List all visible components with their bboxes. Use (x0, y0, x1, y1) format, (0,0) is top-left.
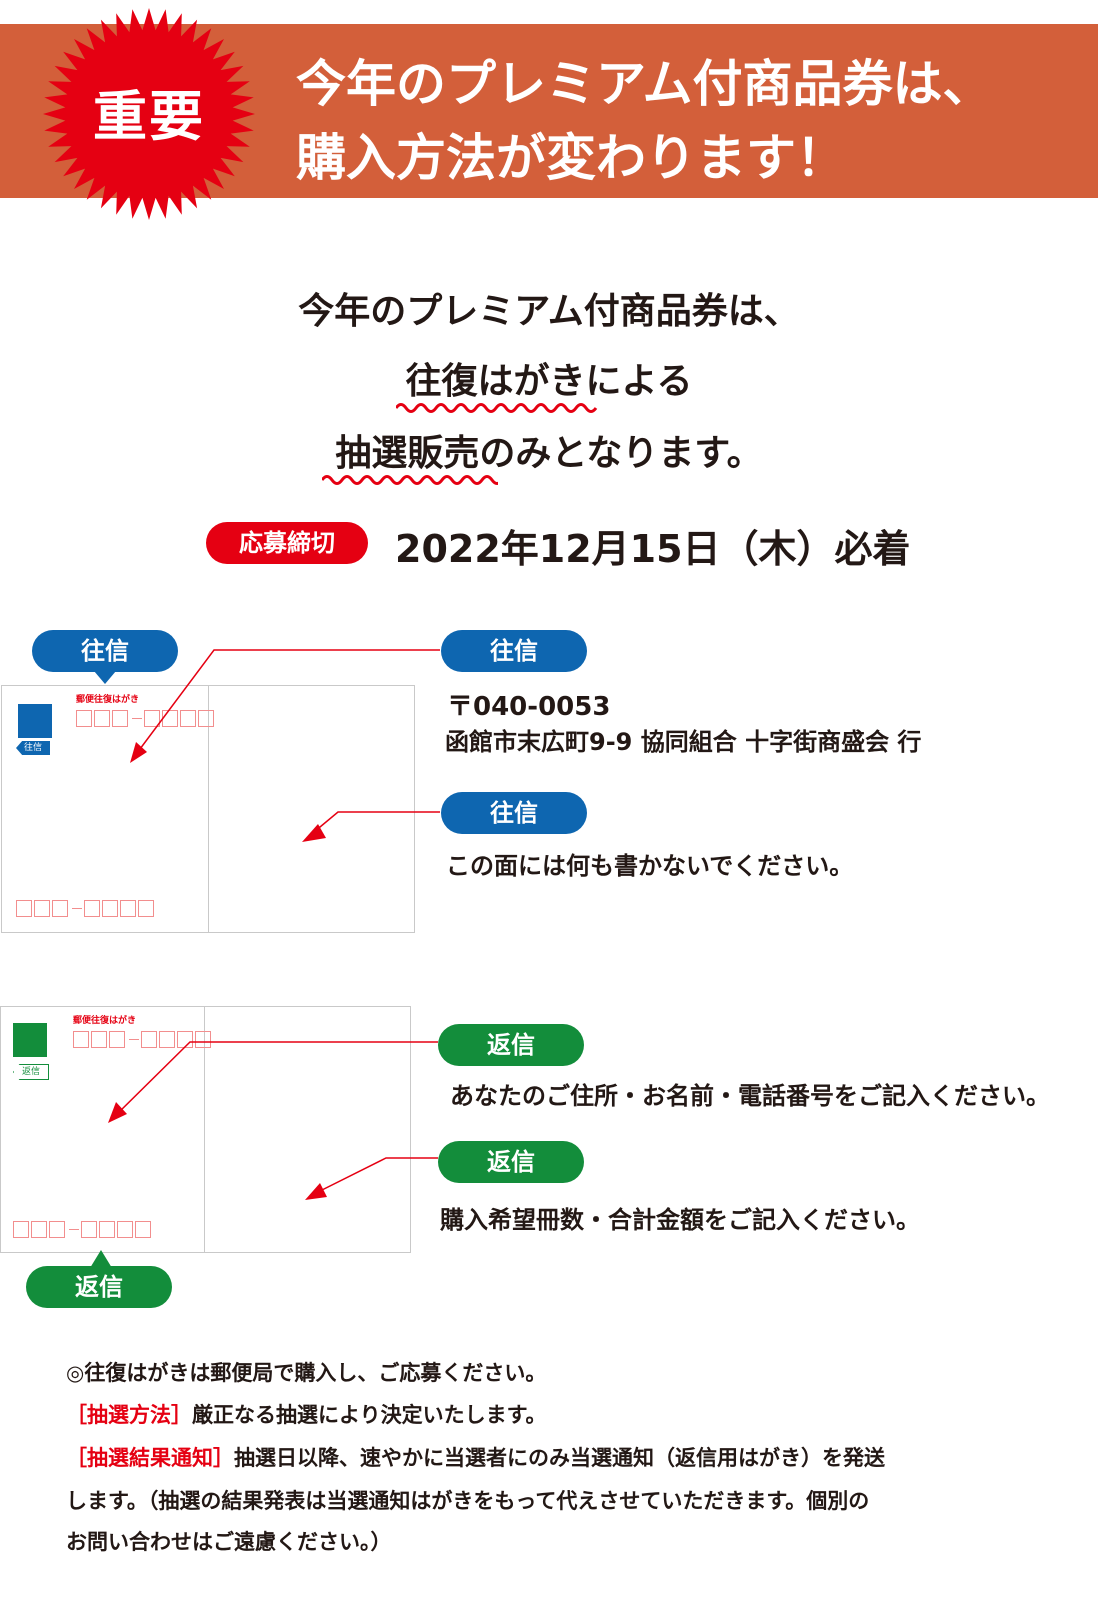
outgoing-stamp-tag: 往信 (16, 741, 50, 755)
banner-title-line2: 購入方法が変わります！ (296, 128, 846, 187)
result-label: ［抽選結果通知］ (66, 1446, 234, 1470)
deadline-date: 2022年12月15日（木）必着 (395, 527, 911, 571)
postcard-fold-line (208, 686, 209, 932)
stamp-area-icon (18, 704, 52, 738)
outgoing-back-label: 往信 (441, 792, 587, 834)
important-badge-text: 重要 (93, 84, 205, 148)
outgoing-card-label: 往信 (32, 630, 178, 672)
reply-card-label: 返信 (26, 1266, 172, 1308)
callout-pointer-icon (94, 671, 116, 684)
outgoing-arrows (130, 649, 440, 842)
outgoing-postcard: 往信 郵便往復はがき (1, 685, 415, 933)
recipient-address: 函館市末広町9-9 協同組合 十字街商盛会 行 (445, 728, 922, 756)
postal-code: 〒040-0053 (447, 692, 611, 722)
arrow-head-icon (130, 742, 147, 763)
arrow-head-icon (305, 1183, 327, 1200)
result-text1: 抽選日以降、速やかに当選者にのみ当選通知（返信用はがき）を発送 (234, 1446, 885, 1470)
reply-arrows (108, 1041, 438, 1200)
note-method: ［抽選方法］厳正なる抽選により決定いたします。 (66, 1400, 546, 1430)
starburst-badge (43, 8, 255, 220)
arrow-head-icon (302, 824, 326, 842)
method-text: 厳正なる抽選により決定いたします。 (192, 1403, 547, 1427)
note-result-line2: します。（抽選の結果発表は当選通知はがきをもって代えさせていただきます。個別の (66, 1489, 870, 1513)
reply-stamp-tag: 返信 (13, 1064, 49, 1080)
outgoing-back-instruction: この面には何も書かないでください。 (446, 852, 854, 880)
lead-line3: 抽選販売のみとなります。 (0, 424, 1098, 476)
lead-line2: 往復はがきによる (0, 352, 1098, 404)
postcard-heading: 郵便往復はがき (73, 1016, 137, 1026)
reply-back-instruction: 購入希望冊数・合計金額をご記入ください。 (440, 1206, 920, 1234)
lead-emphasis-lottery-sale: 抽選販売 (335, 433, 480, 474)
reply-back-label: 返信 (438, 1141, 584, 1183)
reply-postcard: 返信 郵便往復はがき (0, 1006, 411, 1253)
arrow-head-icon (108, 1102, 127, 1123)
sender-postal-code-boxes (13, 1221, 153, 1238)
note-result-line3: お問い合わせはご遠慮ください。） (66, 1530, 392, 1554)
postal-code-boxes (76, 710, 216, 727)
lead-line1: 今年のプレミアム付商品券は、 (298, 291, 800, 332)
wavy-underline-2 (322, 475, 498, 485)
note-result-line1: ［抽選結果通知］抽選日以降、速やかに当選者にのみ当選通知（返信用はがき）を発送 (66, 1443, 885, 1473)
stamp-area-icon (13, 1023, 47, 1057)
reply-address-instruction: あなたのご住所・お名前・電話番号をご記入ください。 (450, 1082, 1050, 1110)
outgoing-address-label: 往信 (441, 630, 587, 672)
wavy-underline-1 (396, 403, 598, 413)
sender-postal-code-boxes (16, 900, 156, 917)
callout-pointer-icon (90, 1250, 112, 1268)
method-label: ［抽選方法］ (66, 1403, 192, 1427)
postcard-fold-line (204, 1007, 205, 1252)
postcard-heading: 郵便往復はがき (76, 695, 140, 705)
banner-title-line1: 今年のプレミアム付商品券は、 (296, 54, 993, 113)
lead-emphasis-round-trip-postcard: 往復はがきによる (405, 361, 693, 402)
reply-address-label: 返信 (438, 1024, 584, 1066)
deadline-badge: 応募締切 (206, 522, 368, 564)
note-purchase: ◎往復はがきは郵便局で購入し、ご応募ください。 (66, 1361, 547, 1385)
lead-line3-rest: のみとなります。 (479, 433, 763, 474)
